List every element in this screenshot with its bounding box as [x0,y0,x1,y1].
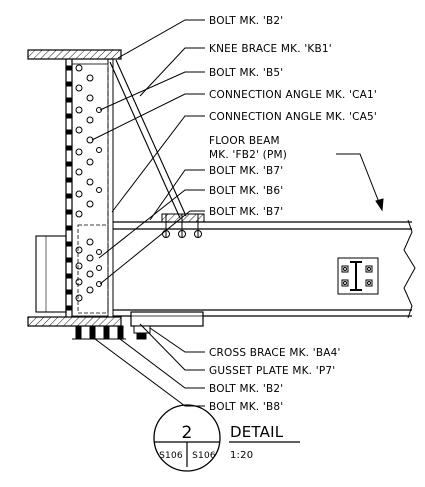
detail-scale: 1:20 [230,450,253,461]
column [27,49,122,327]
label-bolt-b2-top: BOLT MK. 'B2' [209,15,283,27]
label-knee-brace: KNEE BRACE MK. 'KB1' [209,43,332,55]
knee-brace [109,59,187,219]
label-bolt-b8: BOLT MK. 'B8' [209,401,283,413]
label-bolt-b6: BOLT MK. 'B6' [209,185,283,197]
detail-title-block: 2 S106 S106 DETAIL 1:20 [153,404,300,472]
column-top-plate [27,49,122,60]
label-floor-beam: FLOOR BEAM [209,135,280,147]
detail-number: 2 [181,423,192,443]
cross-brace-angle [133,325,151,340]
connection-angle-plate [71,63,109,317]
base-bolt-group [72,325,126,340]
gusset-plate [130,311,204,327]
column-bolt-group [66,65,72,311]
detail-bubble [153,404,221,472]
detail-sheet-left: S106 [159,451,183,461]
detail-sheet-right: S106 [192,451,216,461]
label-cross-brace: CROSS BRACE MK. 'BA4' [209,347,341,359]
label-bolt-b5: BOLT MK. 'B5' [209,67,283,79]
column-base-plate [27,316,122,327]
label-bolt-b7-upper: BOLT MK. 'B7' [209,165,283,177]
leader-lines [91,19,384,407]
beam-section-inset [337,257,379,295]
detail-title: DETAIL [230,423,284,441]
label-gusset-plate: GUSSET PLATE MK. 'P7' [209,365,335,377]
annotation-labels: BOLT MK. 'B2' KNEE BRACE MK. 'KB1' BOLT … [209,15,377,413]
label-connection-angle-ca5: CONNECTION ANGLE MK. 'CA5' [209,111,377,123]
label-bolt-b7-lower: BOLT MK. 'B7' [209,206,283,218]
label-bolt-b2-bottom: BOLT MK. 'B2' [209,383,283,395]
label-connection-angle-ca1: CONNECTION ANGLE MK. 'CA1' [209,89,377,101]
label-floor-beam-mark: MK. 'FB2' (PM) [209,149,287,161]
beam-top-bolt-group [161,213,205,238]
stiffener-plate [35,235,67,313]
bolt-hole-pattern [75,64,102,302]
